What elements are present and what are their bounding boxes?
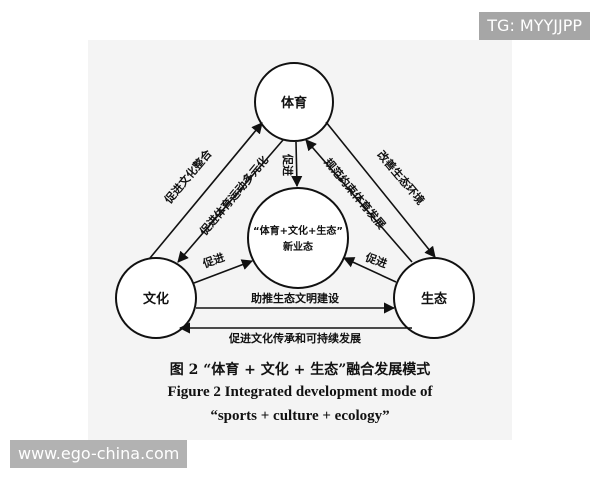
edge-label-sports-to-ecology: 改善生态环境 xyxy=(374,148,427,208)
arrow-ecology-to-center xyxy=(342,257,397,283)
center-label-line2: 新业态 xyxy=(283,240,313,253)
arrow-sports-to-culture xyxy=(177,139,284,263)
arrow-sports-to-ecology xyxy=(325,121,436,258)
ecology-node xyxy=(393,257,475,339)
culture-label: 文化 xyxy=(143,291,169,307)
caption-chinese: 图 2 “体育 + 文化 + 生态”融合发展模式 xyxy=(169,362,431,378)
ecology-label: 生态 xyxy=(421,291,447,307)
watermark-bottom-left: www.ego-china.com xyxy=(10,440,188,468)
sports-node xyxy=(254,62,334,142)
watermark-top-right: TG: MYYJJPP xyxy=(479,12,590,40)
caption-english-line1: Figure 2 Integrated development mode of xyxy=(167,384,433,400)
edge-label-sports-to-center: 促进 xyxy=(281,153,295,176)
arrow-culture-to-sports xyxy=(149,122,263,259)
caption-english-line2: “sports + culture + ecology” xyxy=(210,408,390,424)
arrow-ecology-to-sports xyxy=(305,139,413,263)
edge-label-culture-to-center: 促进 xyxy=(200,250,226,271)
sports-label: 体育 xyxy=(281,95,307,111)
edge-label-ecology-to-culture: 促进文化传承和可持续发展 xyxy=(228,331,362,345)
center-label-line1: “体育+文化+生态” xyxy=(253,224,343,237)
edge-label-culture-to-sports: 促进文化整合 xyxy=(161,146,215,207)
arrow-sports-to-center xyxy=(291,141,303,188)
edge-label-ecology-to-center: 促进 xyxy=(363,250,389,271)
culture-node xyxy=(115,257,197,339)
center-node xyxy=(247,187,349,289)
arrow-culture-to-center xyxy=(193,259,254,284)
edge-label-culture-to-ecology: 助推生态文明建设 xyxy=(251,291,340,305)
